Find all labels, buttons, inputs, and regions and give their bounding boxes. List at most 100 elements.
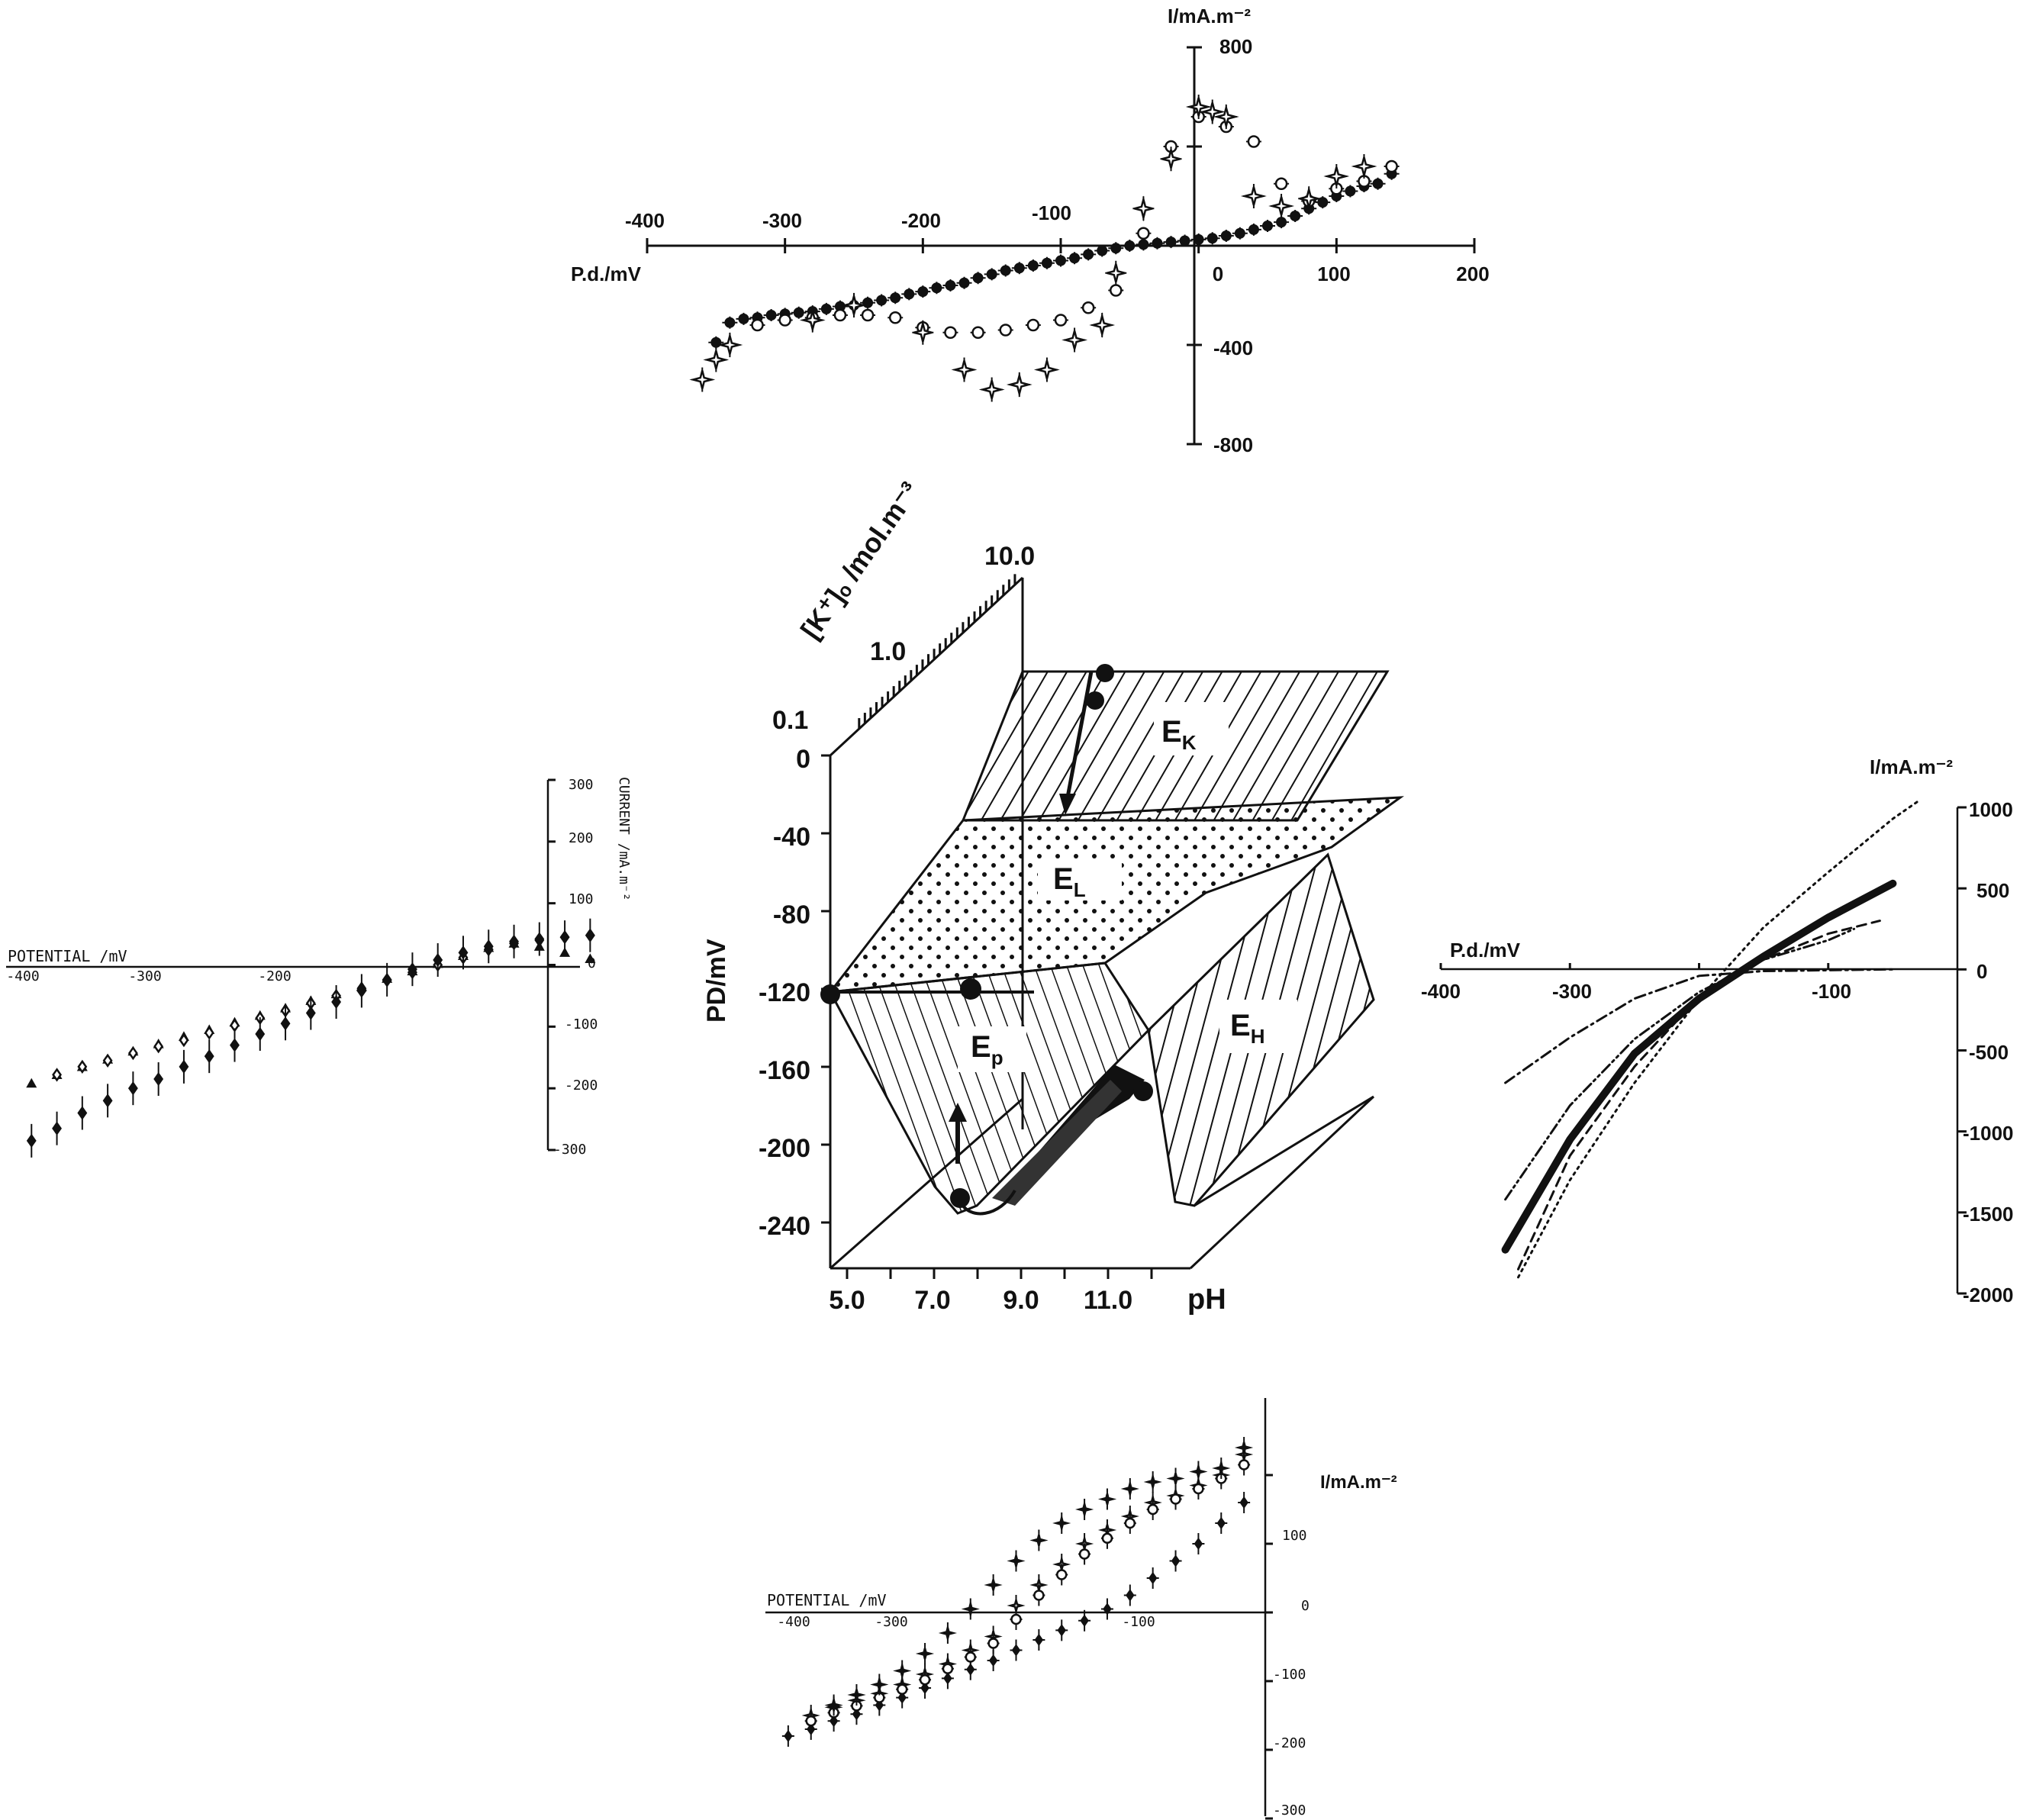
data-point <box>331 994 342 1010</box>
data-point <box>988 1654 998 1667</box>
data-point <box>1268 196 1295 216</box>
bottom-data-marks <box>781 1437 1254 1747</box>
data-point <box>724 317 736 328</box>
data-point <box>1189 1462 1208 1481</box>
data-point <box>888 311 902 324</box>
data-point <box>127 1081 138 1096</box>
data-point <box>1165 237 1177 248</box>
bottom-x-tick-label: -100 <box>1122 1614 1155 1630</box>
data-point <box>931 282 942 294</box>
left-data-marks <box>26 918 596 1158</box>
left-y-tick-label: 0 <box>588 955 596 971</box>
data-point <box>1351 156 1377 176</box>
data-point <box>1240 186 1267 206</box>
data-point <box>1110 284 1123 297</box>
data-point <box>1213 104 1239 130</box>
left-x-title: POTENTIAL /mV <box>8 947 127 965</box>
ep-plane <box>828 962 1150 1215</box>
data-point <box>765 310 777 321</box>
data-point <box>127 1045 138 1061</box>
right-data-lines <box>1501 800 1920 1279</box>
data-point <box>915 1648 935 1660</box>
data-point <box>913 323 933 343</box>
data-point <box>1106 263 1126 283</box>
data-point <box>904 288 915 300</box>
data-point <box>1148 1571 1158 1585</box>
data-point <box>870 1675 889 1694</box>
data-point <box>1034 1633 1044 1647</box>
right-axis-ticks <box>1439 806 1967 1295</box>
data-point <box>77 1059 88 1074</box>
data-point <box>1166 1472 1185 1485</box>
right-panel: P.d./mV I/mA.m⁻² -400 -300 -100 1000 500… <box>1421 755 2014 1306</box>
data-point <box>102 1053 113 1068</box>
pd-tick-label: 0 <box>796 745 810 774</box>
data-point <box>1345 185 1356 197</box>
data-point <box>1120 1479 1139 1499</box>
data-point <box>893 1661 912 1680</box>
data-point <box>204 1049 214 1064</box>
data-point <box>987 1638 999 1649</box>
top-panel: P.d./mV I/mA.m⁻² -400 -300 -200 -100 0 1… <box>571 5 1490 456</box>
data-point <box>834 301 846 312</box>
bottom-y-tick-label: -300 <box>1273 1802 1306 1818</box>
data-point <box>824 1696 843 1715</box>
right-x-title: P.d./mV <box>1450 939 1521 962</box>
top-x-tick-label: 200 <box>1456 263 1489 285</box>
data-point <box>1179 235 1190 246</box>
data-point <box>999 324 1012 337</box>
pd-tick-label: -120 <box>759 978 810 1007</box>
data-point <box>1290 211 1301 221</box>
data-point <box>204 1026 214 1040</box>
data-point <box>861 308 875 322</box>
k-axis-ticks <box>858 574 1016 730</box>
data-point <box>1033 1590 1045 1601</box>
right-y-tick-label: -1500 <box>1963 1203 2014 1226</box>
data-point <box>305 1006 316 1020</box>
ph-axis-ticks <box>846 1268 1153 1279</box>
data-point <box>689 370 716 389</box>
data-point <box>972 272 984 284</box>
data-point <box>1097 1493 1117 1506</box>
data-point <box>1274 177 1288 190</box>
data-point <box>778 314 791 327</box>
data-point <box>179 1032 189 1048</box>
right-x-tick-label: -400 <box>1421 980 1461 1003</box>
series-line <box>1504 968 1894 1084</box>
data-point <box>951 360 978 379</box>
eh-label: EH <box>1230 1009 1264 1048</box>
data-point <box>971 326 984 339</box>
data-point <box>896 1683 908 1696</box>
data-point <box>945 280 956 291</box>
series-line <box>1517 800 1920 1279</box>
right-x-tick-label: -100 <box>1812 980 1851 1003</box>
data-point <box>1212 1458 1231 1478</box>
data-point <box>1247 135 1261 148</box>
data-point <box>1323 166 1350 186</box>
data-point <box>1133 1081 1153 1101</box>
data-point <box>1134 195 1153 222</box>
data-point <box>710 337 722 348</box>
data-point <box>1262 221 1273 231</box>
right-y-tick-label: 1000 <box>1969 798 2013 821</box>
data-point <box>784 1729 793 1743</box>
data-point <box>153 1039 164 1054</box>
data-point <box>1147 1503 1158 1516</box>
left-y-title: CURRENT /mA.m⁻² <box>616 777 632 901</box>
data-point <box>751 318 764 332</box>
bottom-y-tick-label: -200 <box>1273 1735 1306 1751</box>
data-point <box>1041 257 1052 269</box>
pd-tick-label: -200 <box>759 1134 810 1163</box>
left-y-tick-label: -200 <box>565 1078 598 1094</box>
data-point <box>1239 1496 1248 1509</box>
el-label: EL <box>1053 862 1086 901</box>
top-x-tick-label: 100 <box>1317 263 1350 285</box>
data-point <box>1061 330 1088 350</box>
top-y-title: I/mA.m⁻² <box>1168 5 1251 27</box>
data-point <box>847 1689 866 1701</box>
data-point <box>458 945 469 960</box>
data-point <box>1010 1613 1022 1625</box>
data-point <box>1055 1569 1068 1580</box>
left-x-tick-label: -400 <box>6 968 39 984</box>
data-point <box>1052 1513 1071 1533</box>
